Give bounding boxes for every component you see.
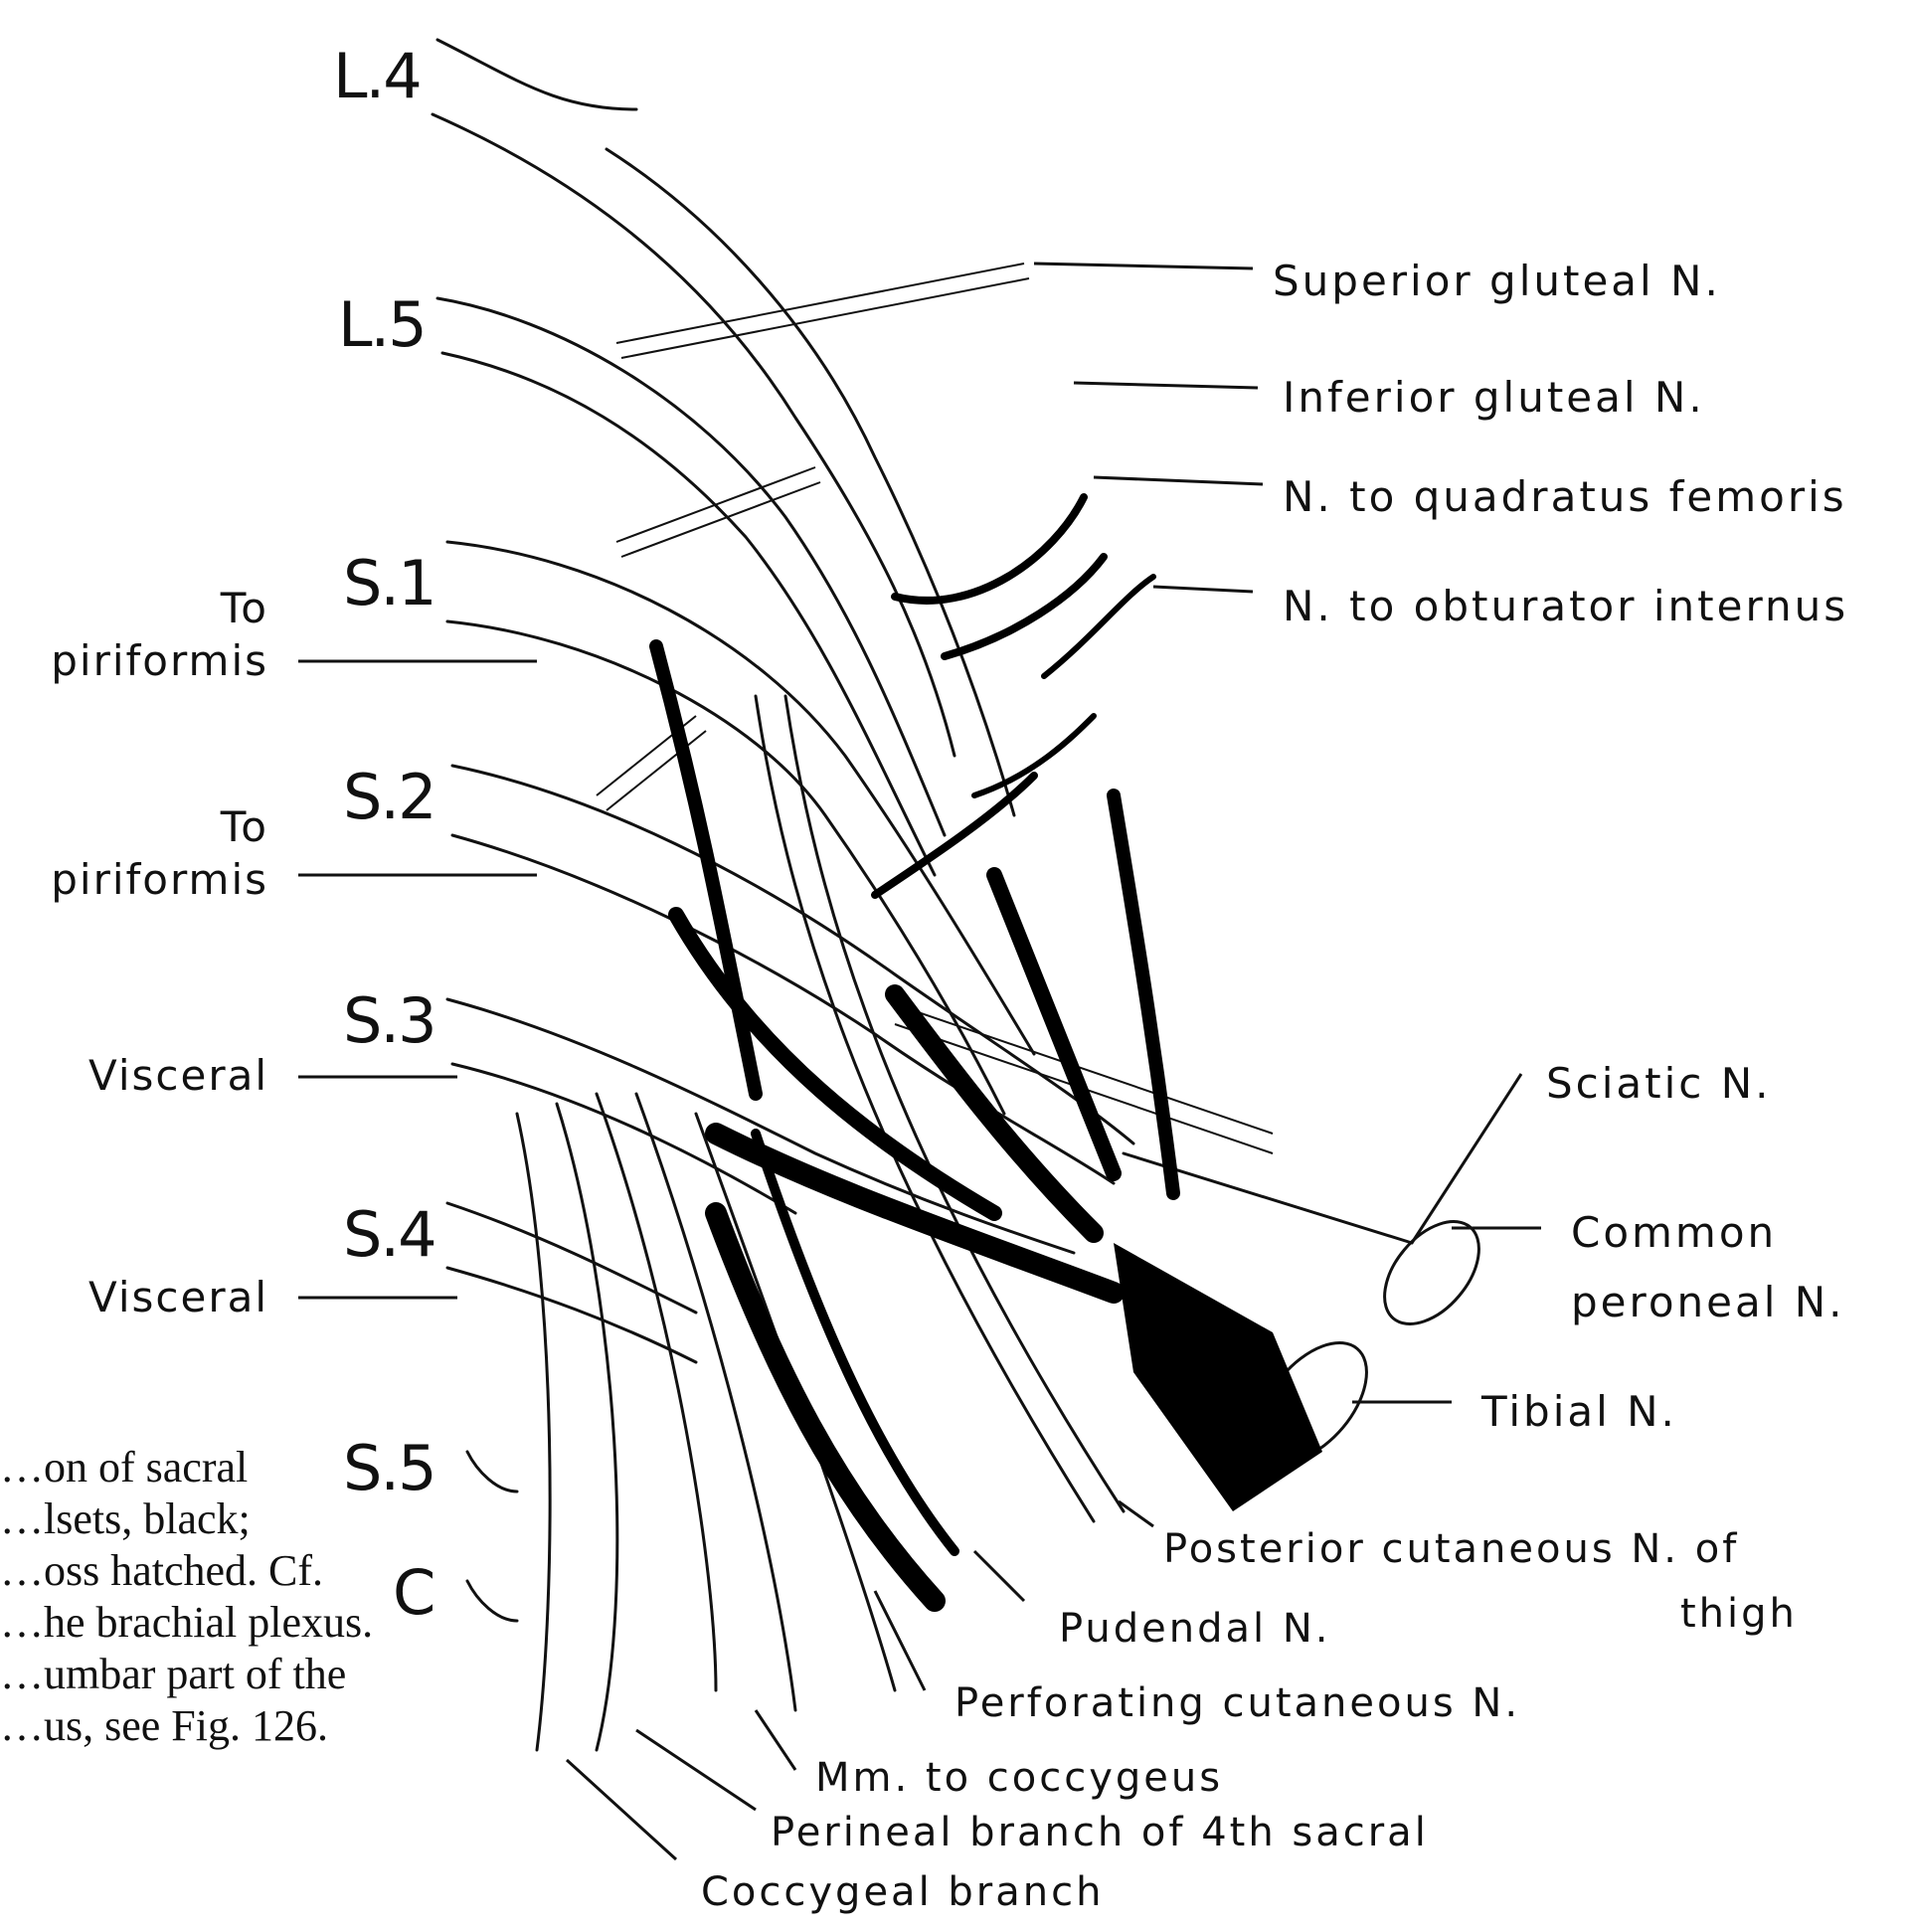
common-peroneal-end [1366,1204,1497,1341]
label-common-peroneal-1: Common [1571,1208,1777,1257]
label-tibial: Tibial N. [1481,1387,1677,1436]
label-piriformis-1a: To [221,582,268,635]
caption-line-3: …oss hatched. Cf. [0,1545,323,1597]
s2-trunk-b [452,835,1114,1183]
caption-line-5: …umbar part of the [0,1649,346,1700]
label-piriformis-2a: To [221,800,268,854]
fibre-2 [557,1104,617,1750]
label-perforating-cutaneous: Perforating cutaneous N. [954,1680,1520,1726]
label-pudendal: Pudendal N. [1059,1606,1331,1652]
label-visceral-2: Visceral [88,1271,268,1324]
tibial-mass [1114,1243,1322,1511]
label-coccygeal-branch: Coccygeal branch [701,1869,1104,1915]
dorsal-division-hatching [597,263,1273,1153]
label-piriformis-2b: piriformis [51,853,268,907]
label-perineal-branch: Perineal branch of 4th sacral [771,1810,1429,1855]
caption-line-4: …he brachial plexus. [0,1597,373,1649]
l4-root-upper [437,40,636,109]
label-superior-gluteal: Superior gluteal N. [1273,257,1721,305]
root-label-s2: S.2 [343,761,435,833]
caption-line-2: …lsets, black; [0,1493,251,1545]
caption-line-6: …us, see Fig. 126. [0,1700,328,1752]
l5-trunk-a [437,298,945,835]
label-visceral-1: Visceral [88,1049,268,1103]
root-label-c: C [393,1556,434,1629]
label-inferior-gluteal: Inferior gluteal N. [1283,373,1705,422]
caption-line-1: …on of sacral [0,1442,248,1493]
label-quadratus-femoris: N. to quadratus femoris [1283,472,1847,521]
root-label-l5: L.5 [338,288,426,361]
fibre-1 [517,1114,550,1750]
label-obturator-internus: N. to obturator internus [1283,582,1848,630]
label-posterior-cutaneous-2: thigh [1680,1591,1798,1637]
label-piriformis-1b: piriformis [51,634,268,688]
label-sciatic: Sciatic N. [1546,1059,1772,1108]
l4-trunk-a [433,114,954,756]
c-loop [467,1581,517,1621]
label-posterior-cutaneous-1: Posterior cutaneous N. of [1163,1526,1739,1572]
s4-trunk-b [447,1268,696,1362]
label-common-peroneal-2: peroneal N. [1571,1278,1845,1326]
s5-loop [467,1452,517,1492]
root-label-s3: S.3 [343,984,435,1057]
root-label-l4: L.4 [333,40,421,112]
ventral-divisions [656,497,1173,1601]
root-label-s4: S.4 [343,1198,435,1271]
root-label-s5: S.5 [343,1432,435,1504]
label-mm-coccygeus: Mm. to coccygeus [815,1755,1223,1801]
root-label-s1: S.1 [343,547,435,619]
